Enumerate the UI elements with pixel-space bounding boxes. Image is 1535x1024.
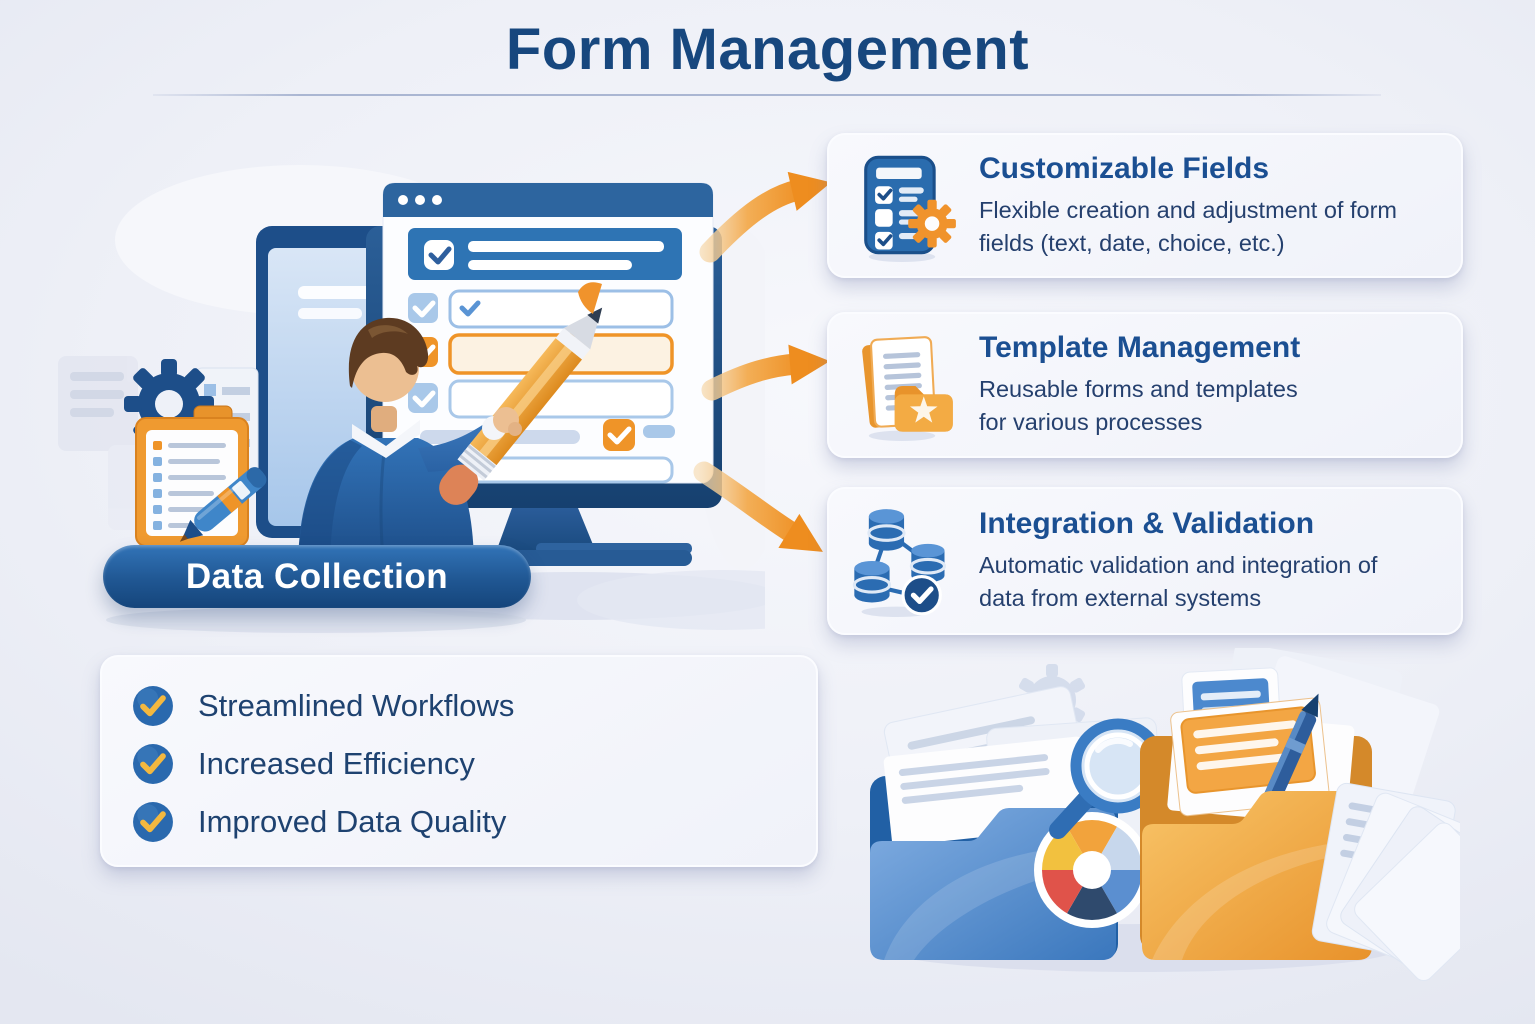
database-cylinder-icon [852,509,947,603]
monitor-stand [496,508,596,552]
benefit-row: Streamlined Workflows [132,685,816,727]
documents-folder-star-icon [845,328,959,442]
form-header [408,228,682,280]
card-desc: Automatic validation and integration of … [979,552,1378,611]
benefit-label: Streamlined Workflows [198,688,515,723]
benefits-card: Streamlined Workflows Increased Efficien… [100,655,818,867]
paper-fan [1311,782,1460,982]
person-illustration [298,317,520,571]
pencil-flag-icon [578,282,602,314]
page-title: Form Management [505,17,1030,82]
check-circle-icon [132,685,174,727]
feature-card-template-management: Template Management Reusable forms and t… [827,312,1463,458]
data-collection-label: Data Collection [103,545,531,608]
card-title: Customizable Fields [979,151,1270,185]
benefit-row: Improved Data Quality [132,801,816,843]
feature-card-integration-validation: Integration & Validation Automatic valid… [827,487,1463,635]
card-title: Template Management [979,331,1301,365]
database-network-check-icon [845,504,959,618]
collar [352,420,420,458]
title-divider [153,94,1381,96]
card-desc: Reusable forms and templates for various… [979,376,1298,435]
benefit-label: Improved Data Quality [198,804,507,839]
orange-document-icon [1170,697,1330,817]
benefit-row: Increased Efficiency [132,743,816,785]
check-badge-icon [901,574,942,616]
window-titlebar [383,183,713,217]
check-circle-icon [132,743,174,785]
window-dot-icon [432,195,442,205]
form-window [382,182,714,484]
document-management-illustration [870,648,1460,982]
card-title: Integration & Validation [979,507,1315,541]
feature-card-customizable-fields: Customizable Fields Flexible creation an… [827,133,1463,278]
benefit-label: Increased Efficiency [198,746,475,781]
data-collection-text: Data Collection [185,556,449,596]
data-collection-illustration [58,165,765,633]
pie-chart-icon [1034,812,1150,928]
card-desc: Flexible creation and adjustment of form… [979,196,1397,256]
window-dot-icon [398,195,408,205]
checklist-gear-icon [845,149,959,263]
hair [348,317,429,388]
star-icon [909,396,938,423]
window-dot-icon [415,195,425,205]
check-circle-icon [132,801,174,843]
pen-icon [179,467,267,542]
